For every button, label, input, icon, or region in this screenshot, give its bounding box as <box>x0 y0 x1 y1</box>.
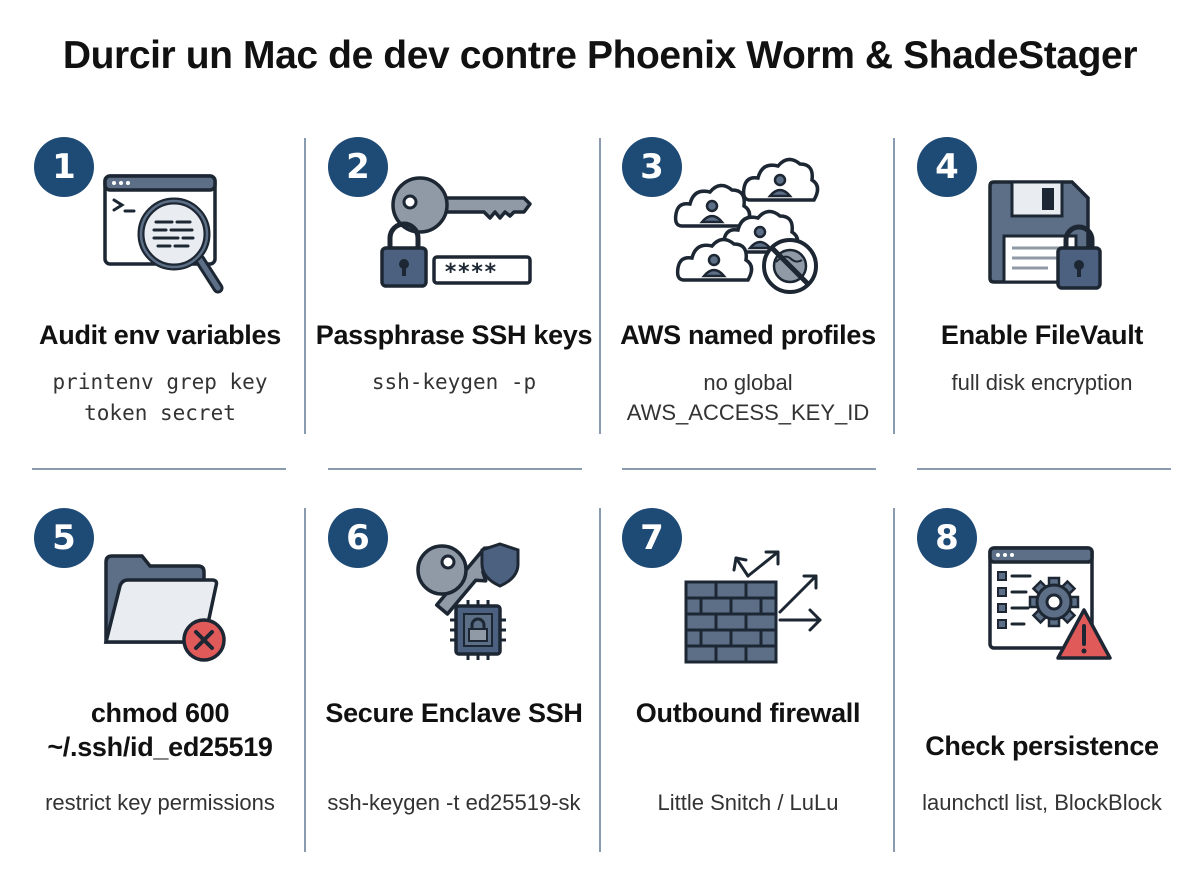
key-chip-shield-icon <box>416 542 520 660</box>
step-detail: full disk encryption <box>951 370 1133 395</box>
step-heading: Outbound firewall <box>635 698 861 728</box>
firewall-icon <box>684 550 822 664</box>
step-number-badge: 4 <box>917 137 977 197</box>
step-command: token secret <box>84 401 236 425</box>
step-number-badge: 3 <box>622 137 682 197</box>
step-number-badge: 7 <box>622 508 682 568</box>
step-command: printenv grep key <box>52 370 268 394</box>
column-divider <box>599 508 601 852</box>
row-divider <box>622 468 876 470</box>
step-detail: launchctl list, BlockBlock <box>922 790 1162 815</box>
column-divider <box>304 138 306 434</box>
column-divider <box>893 508 895 852</box>
step-heading: Audit env variables <box>39 320 281 350</box>
step-detail: ssh-keygen -t ed25519-sk <box>327 790 581 815</box>
cloud-profiles-icon <box>673 157 820 294</box>
password-mask: **** <box>444 260 497 285</box>
row-divider <box>917 468 1171 470</box>
step-number-badge: 5 <box>34 508 94 568</box>
row-divider <box>32 468 286 470</box>
floppy-lock-icon <box>988 180 1102 290</box>
step-number-badge: 1 <box>34 137 94 197</box>
process-warning-icon <box>988 546 1112 660</box>
step-number-badge: 6 <box>328 508 388 568</box>
step-heading: Enable FileVault <box>940 320 1144 350</box>
terminal-search-icon <box>103 174 224 294</box>
folder-denied-icon <box>103 554 226 662</box>
step-detail: AWS_ACCESS_KEY_ID <box>626 400 870 425</box>
column-divider <box>893 138 895 434</box>
step-command: ssh-keygen -p <box>371 370 537 394</box>
column-divider <box>599 138 601 434</box>
step-heading: Passphrase SSH keys <box>315 320 593 350</box>
step-number-badge: 8 <box>917 508 977 568</box>
key-password-icon: **** <box>380 176 532 288</box>
step-heading: ~/.ssh/id_ed25519 <box>47 732 273 762</box>
page-title: Durcir un Mac de dev contre Phoenix Worm… <box>62 34 1138 77</box>
step-number-badge: 2 <box>328 137 388 197</box>
step-heading: AWS named profiles <box>620 320 876 350</box>
step-heading: chmod 600 <box>90 698 230 728</box>
step-detail: no global <box>703 370 793 395</box>
step-detail: restrict key permissions <box>45 790 275 815</box>
step-heading: Secure Enclave SSH <box>325 698 583 728</box>
row-divider <box>328 468 582 470</box>
step-heading: Check persistence <box>925 731 1159 761</box>
column-divider <box>304 508 306 852</box>
step-detail: Little Snitch / LuLu <box>657 790 839 815</box>
